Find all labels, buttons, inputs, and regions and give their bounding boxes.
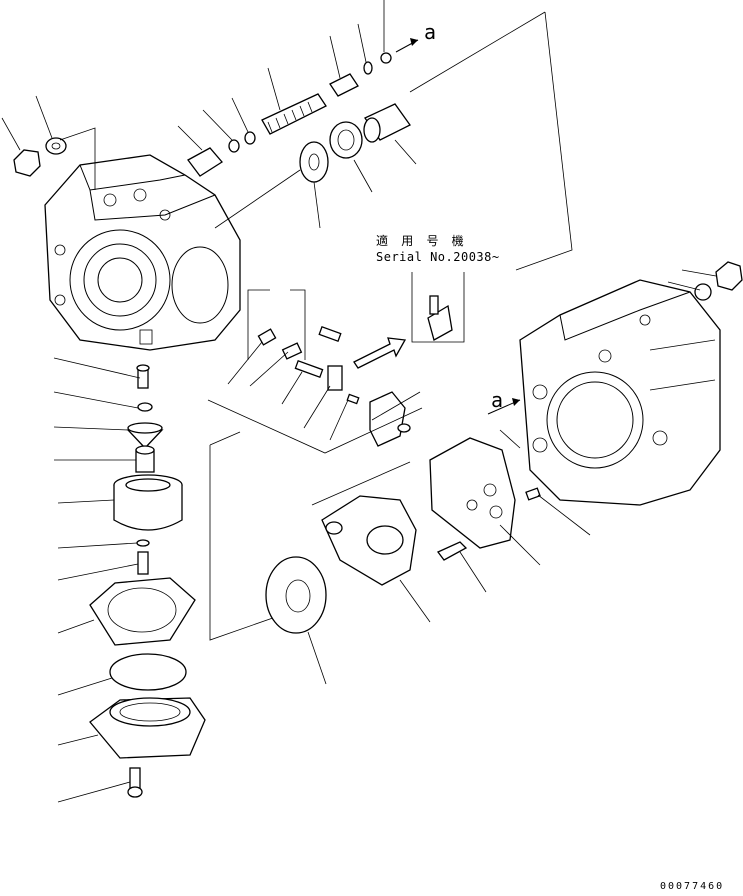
inset-bracket-part: [411, 272, 465, 343]
reference-a-right: a: [491, 388, 505, 412]
serial-applicable-label-jp: 適 用 号 機: [376, 234, 467, 248]
callout-frame-top: [409, 11, 573, 271]
center-parts: [207, 289, 423, 641]
left-pump-housing: [44, 154, 241, 351]
nut-and-washer-left: [1, 95, 96, 190]
right-pump-housing: [487, 279, 721, 506]
sleeve-and-bearing: [214, 103, 417, 229]
direction-arrow: [353, 337, 407, 369]
serial-number-label: Serial No.20038~: [376, 250, 500, 264]
left-column-parts: [53, 357, 206, 803]
reference-a-top: a: [424, 20, 438, 44]
nut-and-washer-right: [667, 261, 743, 301]
valve-spring-assembly: [177, 0, 419, 177]
shim-plate: [265, 556, 327, 685]
swash-plate-cradle: [311, 429, 591, 623]
document-number: 00077460: [660, 881, 725, 892]
